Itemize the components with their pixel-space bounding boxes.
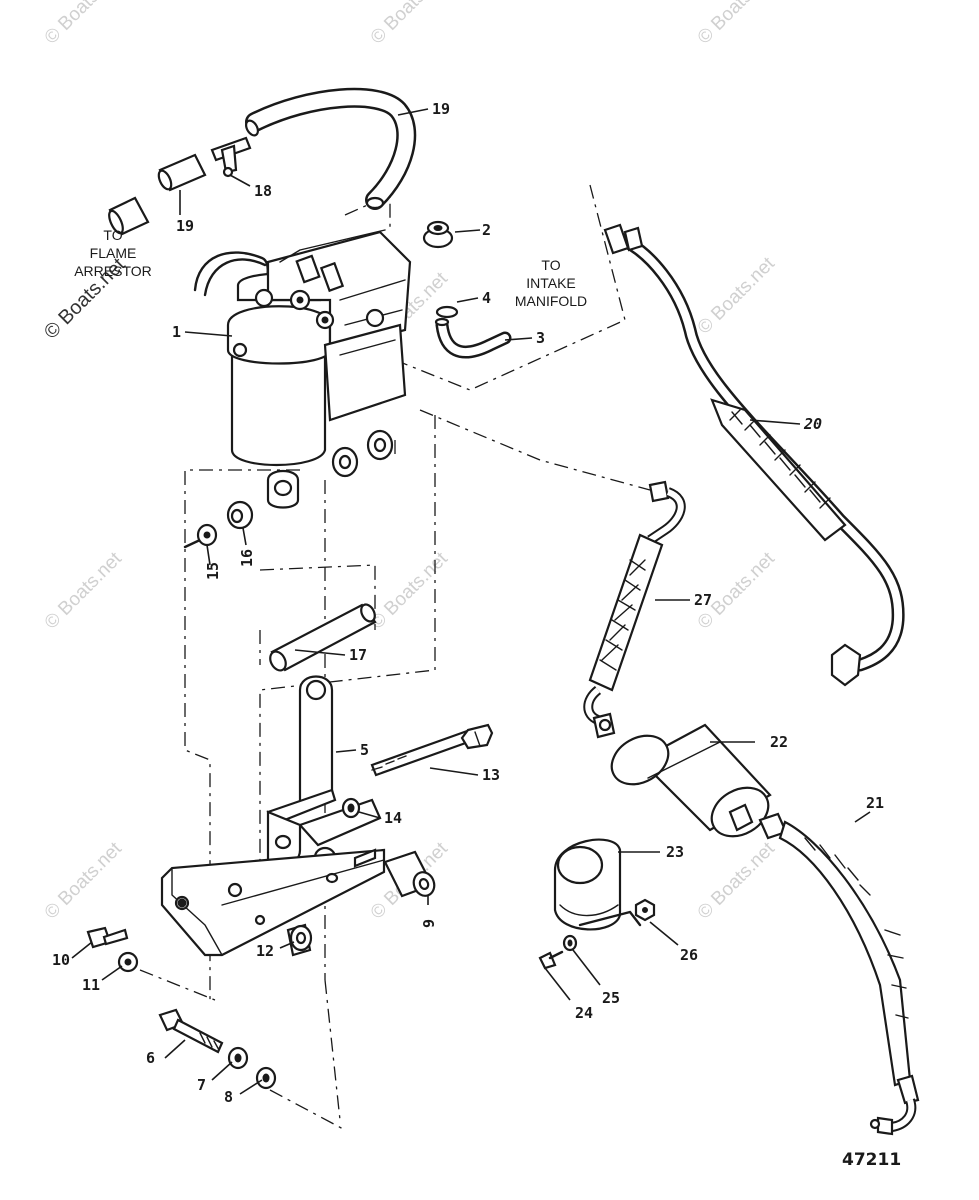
spacer-9 — [383, 850, 436, 898]
callout-25: 25 — [602, 989, 620, 1007]
callout-7: 7 — [197, 1076, 206, 1094]
callout-4: 4 — [482, 289, 491, 307]
fuel-module-1 — [193, 229, 412, 509]
callout-3: 3 — [536, 329, 545, 347]
callout-2: 2 — [482, 221, 491, 239]
note-intake-line3: MANIFOLD — [515, 293, 587, 309]
note-flame-arrestor-line1: TO — [103, 227, 122, 243]
note-flame-arrestor-line2: FLAME — [90, 245, 137, 261]
strap-23 — [553, 838, 642, 931]
watermark: © Boats.net — [367, 0, 453, 49]
watermark: © Boats.net — [694, 0, 780, 49]
callout-13: 13 — [482, 766, 500, 784]
note-intake-line2: INTAKE — [526, 275, 576, 291]
callout-11: 11 — [82, 976, 100, 994]
note-flame-arrestor: TO FLAME ARRESTOR — [74, 227, 152, 279]
fuel-line-21 — [758, 812, 920, 1136]
bolt-6 — [158, 1008, 224, 1054]
washer-25 — [562, 934, 578, 952]
callout-10: 10 — [52, 951, 70, 969]
grommet-16 — [226, 500, 254, 530]
watermark: © Boats.net — [694, 838, 780, 924]
callout-18: 18 — [254, 182, 272, 200]
fuel-line-20 — [603, 223, 905, 687]
callout-22: 22 — [770, 733, 788, 751]
fuel-line-27 — [583, 480, 686, 739]
watermark: © Boats.net — [41, 838, 127, 924]
callout-21: 21 — [866, 794, 884, 812]
clamp-4 — [435, 305, 459, 319]
callout-1: 1 — [172, 323, 181, 341]
watermark: © Boats.net — [367, 548, 453, 634]
nut-8 — [255, 1066, 277, 1090]
tee-fitting-18 — [210, 136, 252, 178]
callout-8: 8 — [224, 1088, 233, 1106]
callout-16: 16 — [238, 549, 256, 567]
washer-7 — [227, 1046, 249, 1070]
nut-26 — [634, 898, 656, 922]
hose-3 — [434, 317, 512, 359]
note-intake-line1: TO — [541, 257, 560, 273]
note-intake-manifold: TO INTAKE MANIFOLD — [515, 257, 587, 309]
spacer-tube-17 — [269, 603, 377, 672]
callout-20: 20 — [803, 415, 822, 433]
callout-6: 6 — [146, 1049, 155, 1067]
leader-lines — [71, 108, 871, 1095]
hose-19-upper — [245, 87, 417, 210]
figure-number: 47211 — [842, 1150, 901, 1170]
callout-17: 17 — [349, 646, 367, 664]
watermark: © Boats.net — [694, 253, 780, 339]
screw-10 — [86, 926, 129, 949]
bracket-5 — [160, 675, 386, 957]
hose-19-lower — [108, 153, 207, 236]
screw-24 — [538, 950, 564, 970]
screw-15 — [183, 523, 218, 549]
note-flame-arrestor-line3: ARRESTOR — [74, 263, 152, 279]
washer-14 — [341, 797, 361, 819]
callout-9: 9 — [420, 919, 438, 928]
callout-24: 24 — [575, 1004, 593, 1022]
callout-14: 14 — [384, 809, 402, 827]
callout-26: 26 — [680, 946, 698, 964]
callout-12: 12 — [256, 942, 274, 960]
callout-labels: 1 2 3 4 5 6 7 8 9 10 11 12 13 14 15 16 1… — [52, 100, 884, 1106]
callout-5: 5 — [360, 741, 369, 759]
watermark: © Boats.net — [41, 0, 127, 49]
grommet-2 — [422, 220, 454, 249]
callout-19-lower: 19 — [176, 217, 194, 235]
callout-15: 15 — [204, 562, 222, 580]
washer-11 — [117, 951, 139, 973]
bolt-13 — [370, 723, 494, 777]
fuel-filter-22 — [610, 723, 772, 838]
callout-19-upper: 19 — [432, 100, 450, 118]
callout-23: 23 — [666, 843, 684, 861]
watermark: © Boats.net — [41, 548, 127, 634]
callout-27: 27 — [694, 591, 712, 609]
spacer-12 — [286, 923, 313, 957]
